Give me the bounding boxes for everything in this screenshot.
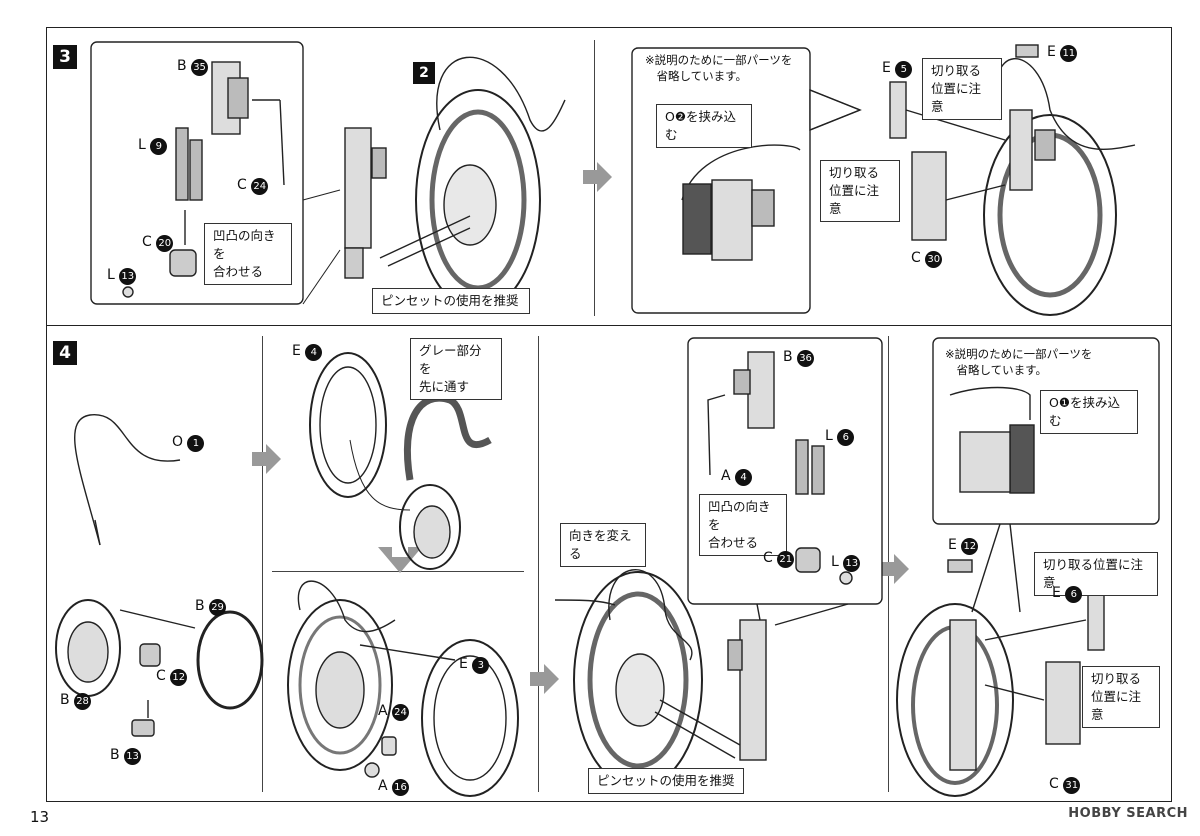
- label-l9: L 9: [138, 137, 168, 155]
- step4-number: 4: [53, 341, 77, 365]
- part-number-o1: 1: [187, 435, 205, 452]
- part-number-c12: 12: [170, 669, 188, 686]
- label-b35: B 35: [177, 58, 209, 76]
- part-number-b28: 28: [74, 693, 92, 710]
- label-e3: E 3: [459, 656, 490, 674]
- part-number-c21: 21: [777, 551, 795, 568]
- part-number-e4: 4: [305, 344, 323, 361]
- tweezers-note-step3: ピンセットの使用を推奨: [372, 288, 530, 314]
- label-c24: C 24: [237, 177, 269, 195]
- step-divider: [46, 325, 1172, 326]
- sub-badge-2: 2: [413, 62, 435, 84]
- label-a4: A 4: [721, 468, 753, 486]
- part-number-b13: 13: [124, 748, 142, 765]
- part-number-e11: 11: [1060, 45, 1078, 62]
- cut-note-2-step4: 切り取る 位置に注意: [1082, 666, 1160, 728]
- part-number-c31: 31: [1063, 777, 1081, 794]
- part-number-a24: 24: [392, 704, 410, 721]
- page-frame: [46, 27, 1172, 802]
- part-number-b35: 35: [191, 59, 209, 76]
- insert-note-o1: O❶を挟み込む: [1040, 390, 1138, 434]
- step3-number: 3: [53, 45, 77, 69]
- part-number-c24: 24: [251, 178, 269, 195]
- tweezers-note-step4: ピンセットの使用を推奨: [588, 768, 744, 794]
- label-l13-step4: L 13: [831, 554, 861, 572]
- label-e11: E 11: [1047, 44, 1078, 62]
- turn-note: 向きを変える: [560, 523, 646, 567]
- label-e6: E 6: [1052, 585, 1083, 603]
- step4-subdivider: [272, 571, 524, 572]
- part-number-e6: 6: [1065, 586, 1083, 603]
- part-number-e12: 12: [961, 538, 979, 555]
- page-number: 13: [30, 808, 50, 826]
- part-number-c30: 30: [925, 251, 943, 268]
- part-number-e5: 5: [895, 61, 913, 78]
- omit-note-step3: ※説明のために一部パーツを 省略しています。: [645, 53, 793, 83]
- label-b36: B 36: [783, 349, 815, 367]
- step4-divider-1: [262, 336, 263, 792]
- insert-note-o2: O❷を挟み込む: [656, 104, 752, 148]
- part-number-b36: 36: [797, 350, 815, 367]
- label-a16: A 16: [378, 778, 410, 796]
- label-c12: C 12: [156, 668, 188, 686]
- cut-note-1-step3: 切り取る 位置に注意: [922, 58, 1002, 120]
- cut-note-2-step3: 切り取る 位置に注意: [820, 160, 900, 222]
- part-number-c20: 20: [156, 235, 174, 252]
- part-number-e3: 3: [472, 657, 490, 674]
- label-c20: C 20: [142, 234, 174, 252]
- label-o1: O 1: [172, 434, 205, 452]
- label-c30: C 30: [911, 250, 943, 268]
- label-e4: E 4: [292, 343, 323, 361]
- label-b13: B 13: [110, 747, 142, 765]
- label-b29: B 29: [195, 598, 227, 616]
- part-number-a16: 16: [392, 779, 410, 796]
- note-align-step4: 凹凸の向きを 合わせる: [699, 494, 787, 556]
- label-c31: C 31: [1049, 776, 1081, 794]
- step4-divider-2: [538, 336, 539, 792]
- label-c21: C 21: [763, 550, 795, 568]
- part-number-l13: 13: [119, 268, 137, 285]
- label-b28: B 28: [60, 692, 92, 710]
- label-l6: L 6: [825, 428, 855, 446]
- gray-part-note: グレー部分を 先に通す: [410, 338, 502, 400]
- omit-note-step4: ※説明のために一部パーツを 省略しています。: [945, 347, 1093, 377]
- label-e5: E 5: [882, 60, 913, 78]
- watermark-logo: HOBBY SEARCH: [1068, 806, 1188, 821]
- note-align-step3: 凹凸の向きを 合わせる: [204, 223, 292, 285]
- part-number-l9: 9: [150, 138, 168, 155]
- part-number-a4: 4: [735, 469, 753, 486]
- label-l13: L 13: [107, 267, 137, 285]
- label-e12: E 12: [948, 537, 979, 555]
- label-a24: A 24: [378, 703, 410, 721]
- cut-note-1-step4: 切り取る位置に注意: [1034, 552, 1158, 596]
- part-number-l13-step4: 13: [843, 555, 861, 572]
- part-number-b29: 29: [209, 599, 227, 616]
- part-number-l6: 6: [837, 429, 855, 446]
